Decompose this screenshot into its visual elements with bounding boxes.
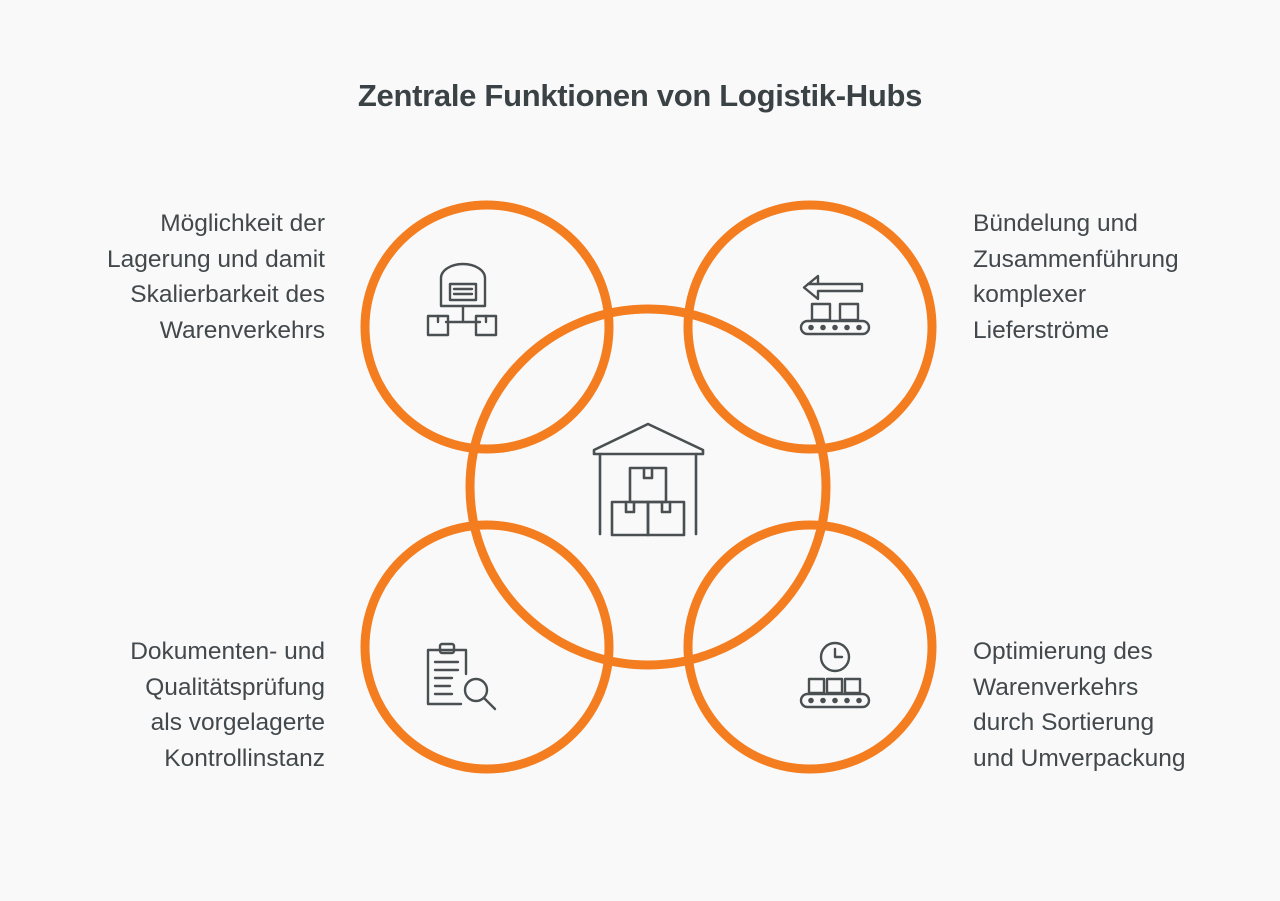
label-sorting-optimization: Optimierung des Warenverkehrs durch Sort… <box>973 634 1185 776</box>
conveyor-clock-icon <box>799 641 871 709</box>
circle-center <box>465 304 831 670</box>
label-bundling: Bündelung und Zusammenführung komplexer … <box>973 206 1179 348</box>
circle-bottom-right <box>683 520 937 774</box>
label-line: Lagerung und damit <box>107 245 325 273</box>
label-storage-scalability: Möglichkeit der Lagerung und damit Skali… <box>107 206 325 348</box>
warehouse-boxes-icon <box>592 422 705 537</box>
label-line: Warenverkehrs <box>159 316 325 344</box>
circle-top-right <box>683 200 937 454</box>
label-line: Möglichkeit der <box>160 210 325 237</box>
label-line: als vorgelagerte <box>150 709 325 736</box>
label-line: Skalierbarkeit des <box>130 281 325 308</box>
label-line: Bündelung und <box>973 210 1138 237</box>
label-line: Kontrollinstanz <box>164 744 325 772</box>
circle-bottom-left <box>360 520 614 774</box>
label-line: Warenverkehrs <box>973 673 1139 701</box>
warehouse-distribution-icon <box>426 262 498 337</box>
circle-top-left <box>360 200 614 454</box>
label-line: Dokumenten- und <box>130 638 325 665</box>
conveyor-arrow-icon <box>799 274 871 336</box>
document-search-icon <box>426 642 497 711</box>
label-quality-inspection: Dokumenten- und Qualitätsprüfung als vor… <box>130 634 325 776</box>
page-title: Zentrale Funktionen von Logistik-Hubs <box>357 78 923 113</box>
label-line: Optimierung des <box>973 638 1153 665</box>
label-line: durch Sortierung <box>973 709 1155 736</box>
label-line: Lieferströme <box>973 316 1110 344</box>
label-line: Zusammenführung <box>973 245 1179 273</box>
label-line: Qualitätsprüfung <box>145 673 325 701</box>
label-line: komplexer <box>973 281 1087 308</box>
label-line: und Umverpackung <box>973 744 1186 772</box>
